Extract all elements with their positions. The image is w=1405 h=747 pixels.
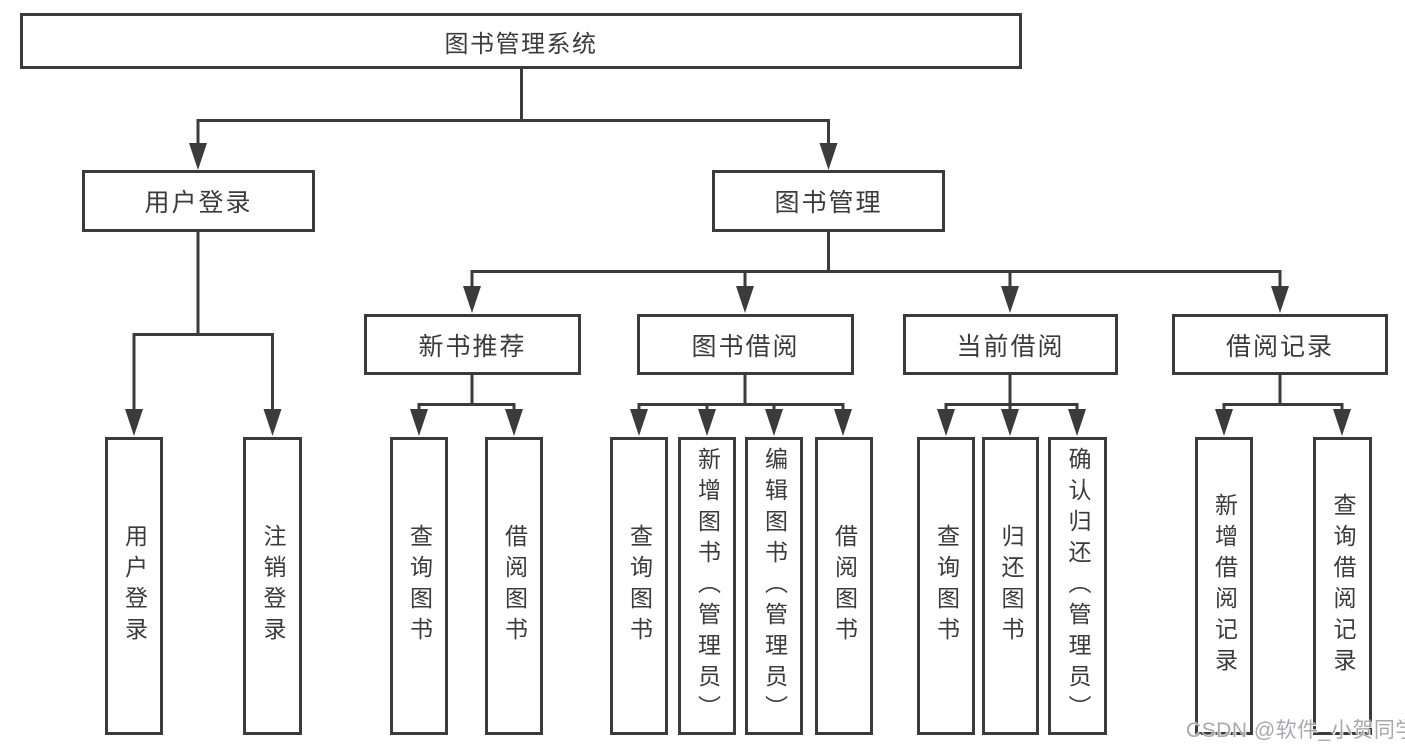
leaf-logout: 注销登录 xyxy=(243,437,302,735)
node-borrow-records: 借阅记录 xyxy=(1172,314,1388,375)
leaf-records-query-record: 查询借阅记录 xyxy=(1313,437,1372,735)
leaf-borrow-query-book: 查询图书 xyxy=(610,437,668,735)
leaf-borrow-add-book-admin: 新增图书（管理员） xyxy=(678,437,736,735)
connector-new-book-children xyxy=(417,375,516,415)
node-current-borrow: 当前借阅 xyxy=(903,314,1118,375)
leaf-current-confirm-return-admin: 确认归还（管理员） xyxy=(1048,437,1107,735)
leaf-user-login: 用户登录 xyxy=(105,437,163,735)
leaf-newrec-query-book: 查询图书 xyxy=(390,437,448,735)
csdn-watermark: CSDN @软件_小贺同学 xyxy=(1186,719,1405,742)
connector-records-children xyxy=(1222,375,1344,415)
node-book-management: 图书管理 xyxy=(712,170,945,232)
leaf-current-query-book: 查询图书 xyxy=(917,437,975,735)
leaf-borrow-borrow-book: 借阅图书 xyxy=(815,437,873,735)
leaf-borrow-edit-book-admin: 编辑图书（管理员） xyxy=(745,437,803,735)
node-user-login: 用户登录 xyxy=(82,170,315,232)
connector-book-borrow-children xyxy=(637,375,845,415)
connector-user-login-children xyxy=(132,232,274,414)
leaf-current-return-book: 归还图书 xyxy=(982,437,1039,735)
node-root: 图书管理系统 xyxy=(20,13,1022,69)
connector-root-to-level2 xyxy=(196,69,830,148)
node-book-borrow: 图书借阅 xyxy=(637,314,854,375)
connector-current-borrow-children xyxy=(944,375,1079,415)
leaf-records-add-record: 新增借阅记录 xyxy=(1195,437,1253,735)
leaf-newrec-borrow-book: 借阅图书 xyxy=(485,437,543,735)
connector-book-mgmt-sections xyxy=(470,232,1282,292)
node-new-book-recommend: 新书推荐 xyxy=(364,314,581,375)
